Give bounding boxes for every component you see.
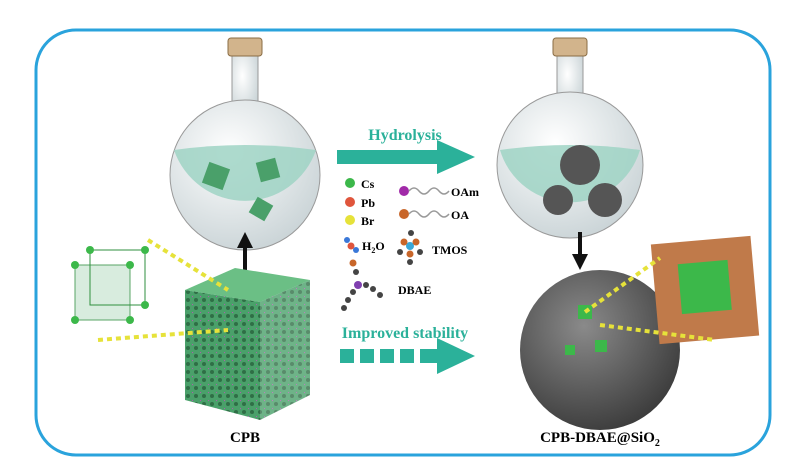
down-arrow [572, 232, 588, 270]
right-flask [496, 37, 644, 239]
stability-label: Improved stability [342, 325, 468, 342]
zoom-line [97, 328, 229, 342]
hydrolysis-arrow [337, 140, 475, 174]
zoom-line [599, 323, 716, 342]
stability-arrow [340, 338, 475, 374]
legend-pb: Pb [361, 196, 375, 210]
legend-oa: OA [451, 208, 469, 222]
unit-cell [71, 246, 149, 324]
legend-dbae: DBAE [398, 283, 431, 297]
cpb-dbae-sio2-caption: CPB-DBAE@SiO2 [540, 430, 660, 449]
cs-icon [345, 178, 355, 188]
hydrolysis-label: Hydrolysis [368, 127, 442, 144]
legend-tmos: TMOS [432, 243, 468, 257]
h2o-icon [344, 237, 359, 253]
coated-cube [650, 235, 760, 345]
zoom-line [583, 256, 662, 314]
pb-icon [345, 197, 355, 207]
dbae-icon [341, 259, 383, 311]
left-flask [169, 37, 321, 251]
frame-border [34, 28, 772, 457]
legend-br: Br [361, 214, 375, 228]
up-arrow [237, 232, 253, 270]
cpb-caption: CPB [230, 430, 260, 446]
legend-oam: OAm [451, 185, 479, 199]
oa-icon [399, 209, 450, 219]
legend-cs: Cs [361, 177, 375, 191]
tmos-icon [397, 230, 423, 265]
cpb-cube [185, 268, 310, 420]
oam-icon [399, 186, 450, 196]
legend-h2o: H2O [362, 239, 385, 255]
zoom-line [146, 238, 230, 292]
br-icon [345, 215, 355, 225]
